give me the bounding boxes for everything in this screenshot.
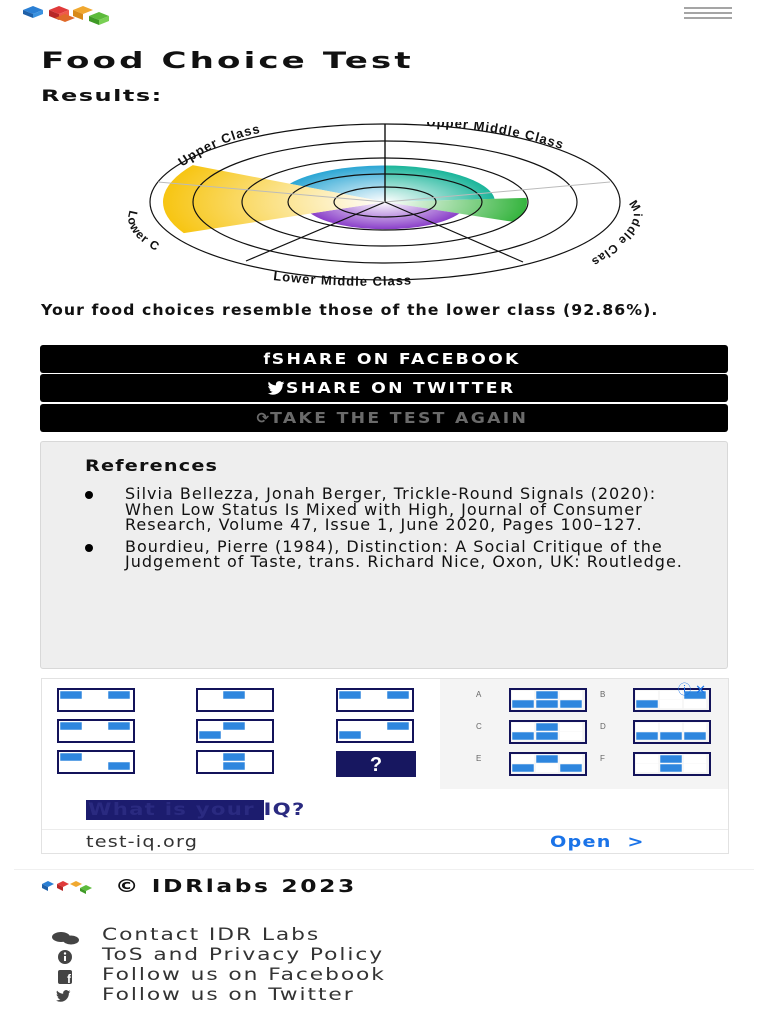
footer-link-tos[interactable]: ToS and Privacy Policy [102,945,385,965]
axis-label-upper-class: Upper Class [175,122,262,169]
info-icon [58,950,72,964]
result-text: Your food choices resemble those of the … [41,301,659,319]
answer-option-letter: E [476,754,481,763]
radar-slice-lower-middle-class [310,202,460,230]
twitter-icon [56,990,71,1002]
idrlabs-footer-logo[interactable] [40,879,94,895]
puzzle-tile [57,750,135,774]
idrlabs-logo[interactable] [19,4,111,26]
iq-puzzle-ad-image[interactable]: ? A B C D E F [42,679,728,789]
advertisement[interactable]: ? A B C D E F ⓘ ✕ What is your IQ? test-iq.or… [41,678,729,854]
facebook-icon: f [263,350,273,368]
answer-option-tile [509,688,587,712]
reference-item: Silvia Bellezza, Jonah Berger, Trickle-R… [85,486,705,533]
axis-label-lower-middle-class: Lower Middle Class [273,268,413,289]
answer-option-letter: B [600,690,605,699]
radar-slice-middle-class [385,197,527,222]
puzzle-tile [336,688,414,712]
references-list: Silvia Bellezza, Jonah Berger, Trickle-R… [85,486,705,576]
page-title: Food Choice Test [41,49,414,74]
references-box: References Silvia Bellezza, Jonah Berger… [40,441,728,669]
share-facebook-button[interactable]: f SHARE ON FACEBOOK [40,345,728,373]
answer-option-letter: C [476,722,482,731]
share-twitter-button[interactable]: SHARE ON TWITTER [40,374,728,402]
axis-label-upper-middle-class: Upper Middle Class [426,122,566,152]
answer-option-tile [633,720,711,744]
ad-headline[interactable]: What is your IQ? [86,800,306,820]
axis-label-lower-class: Lower Class [118,122,162,254]
answer-option-letter: D [600,722,606,731]
radar-chart: Upper Class Upper Middle Class Middle Cl… [118,122,644,289]
twitter-icon [267,381,285,395]
answer-option-tile [633,752,711,776]
ad-open-button[interactable]: Open > [550,832,645,851]
puzzle-tile [196,688,274,712]
answer-option-letter: A [476,690,482,699]
results-heading: Results: [41,86,163,105]
radar-slice-lower-class [163,165,385,234]
puzzle-question-mark: ? [370,754,382,776]
hamburger-menu-icon[interactable] [684,7,732,23]
answer-option-letter: F [600,754,605,763]
radar-slice-upper-middle-class [385,165,495,202]
chart-grid [149,123,621,281]
take-test-again-button[interactable]: ⟳ TAKE THE TEST AGAIN [40,404,728,432]
puzzle-tile [196,750,274,774]
chat-bubbles-icon [52,932,79,945]
puzzle-tile [336,719,414,743]
puzzle-tile [57,688,135,712]
puzzle-tile [196,719,274,743]
ad-site-url[interactable]: test-iq.org [86,832,199,851]
footer-link-facebook[interactable]: Follow us on Facebook [102,965,386,985]
refresh-icon: ⟳ [256,409,272,427]
footer-copyright: © IDRlabs 2023 [115,876,357,897]
answer-option-tile [509,752,587,776]
footer-link-contact[interactable]: Contact IDR Labs [102,925,321,945]
puzzle-tile [57,719,135,743]
answer-option-tile [633,688,711,712]
svg-text:f: f [67,972,72,985]
answer-option-tile [509,720,587,744]
footer-link-twitter[interactable]: Follow us on Twitter [102,985,355,1005]
reference-item: Bourdieu, Pierre (1984), Distinction: A … [85,538,705,570]
facebook-icon: f [58,970,72,985]
ad-choices-icon[interactable]: ⓘ ✕ [678,683,707,698]
references-heading: References [85,456,219,475]
